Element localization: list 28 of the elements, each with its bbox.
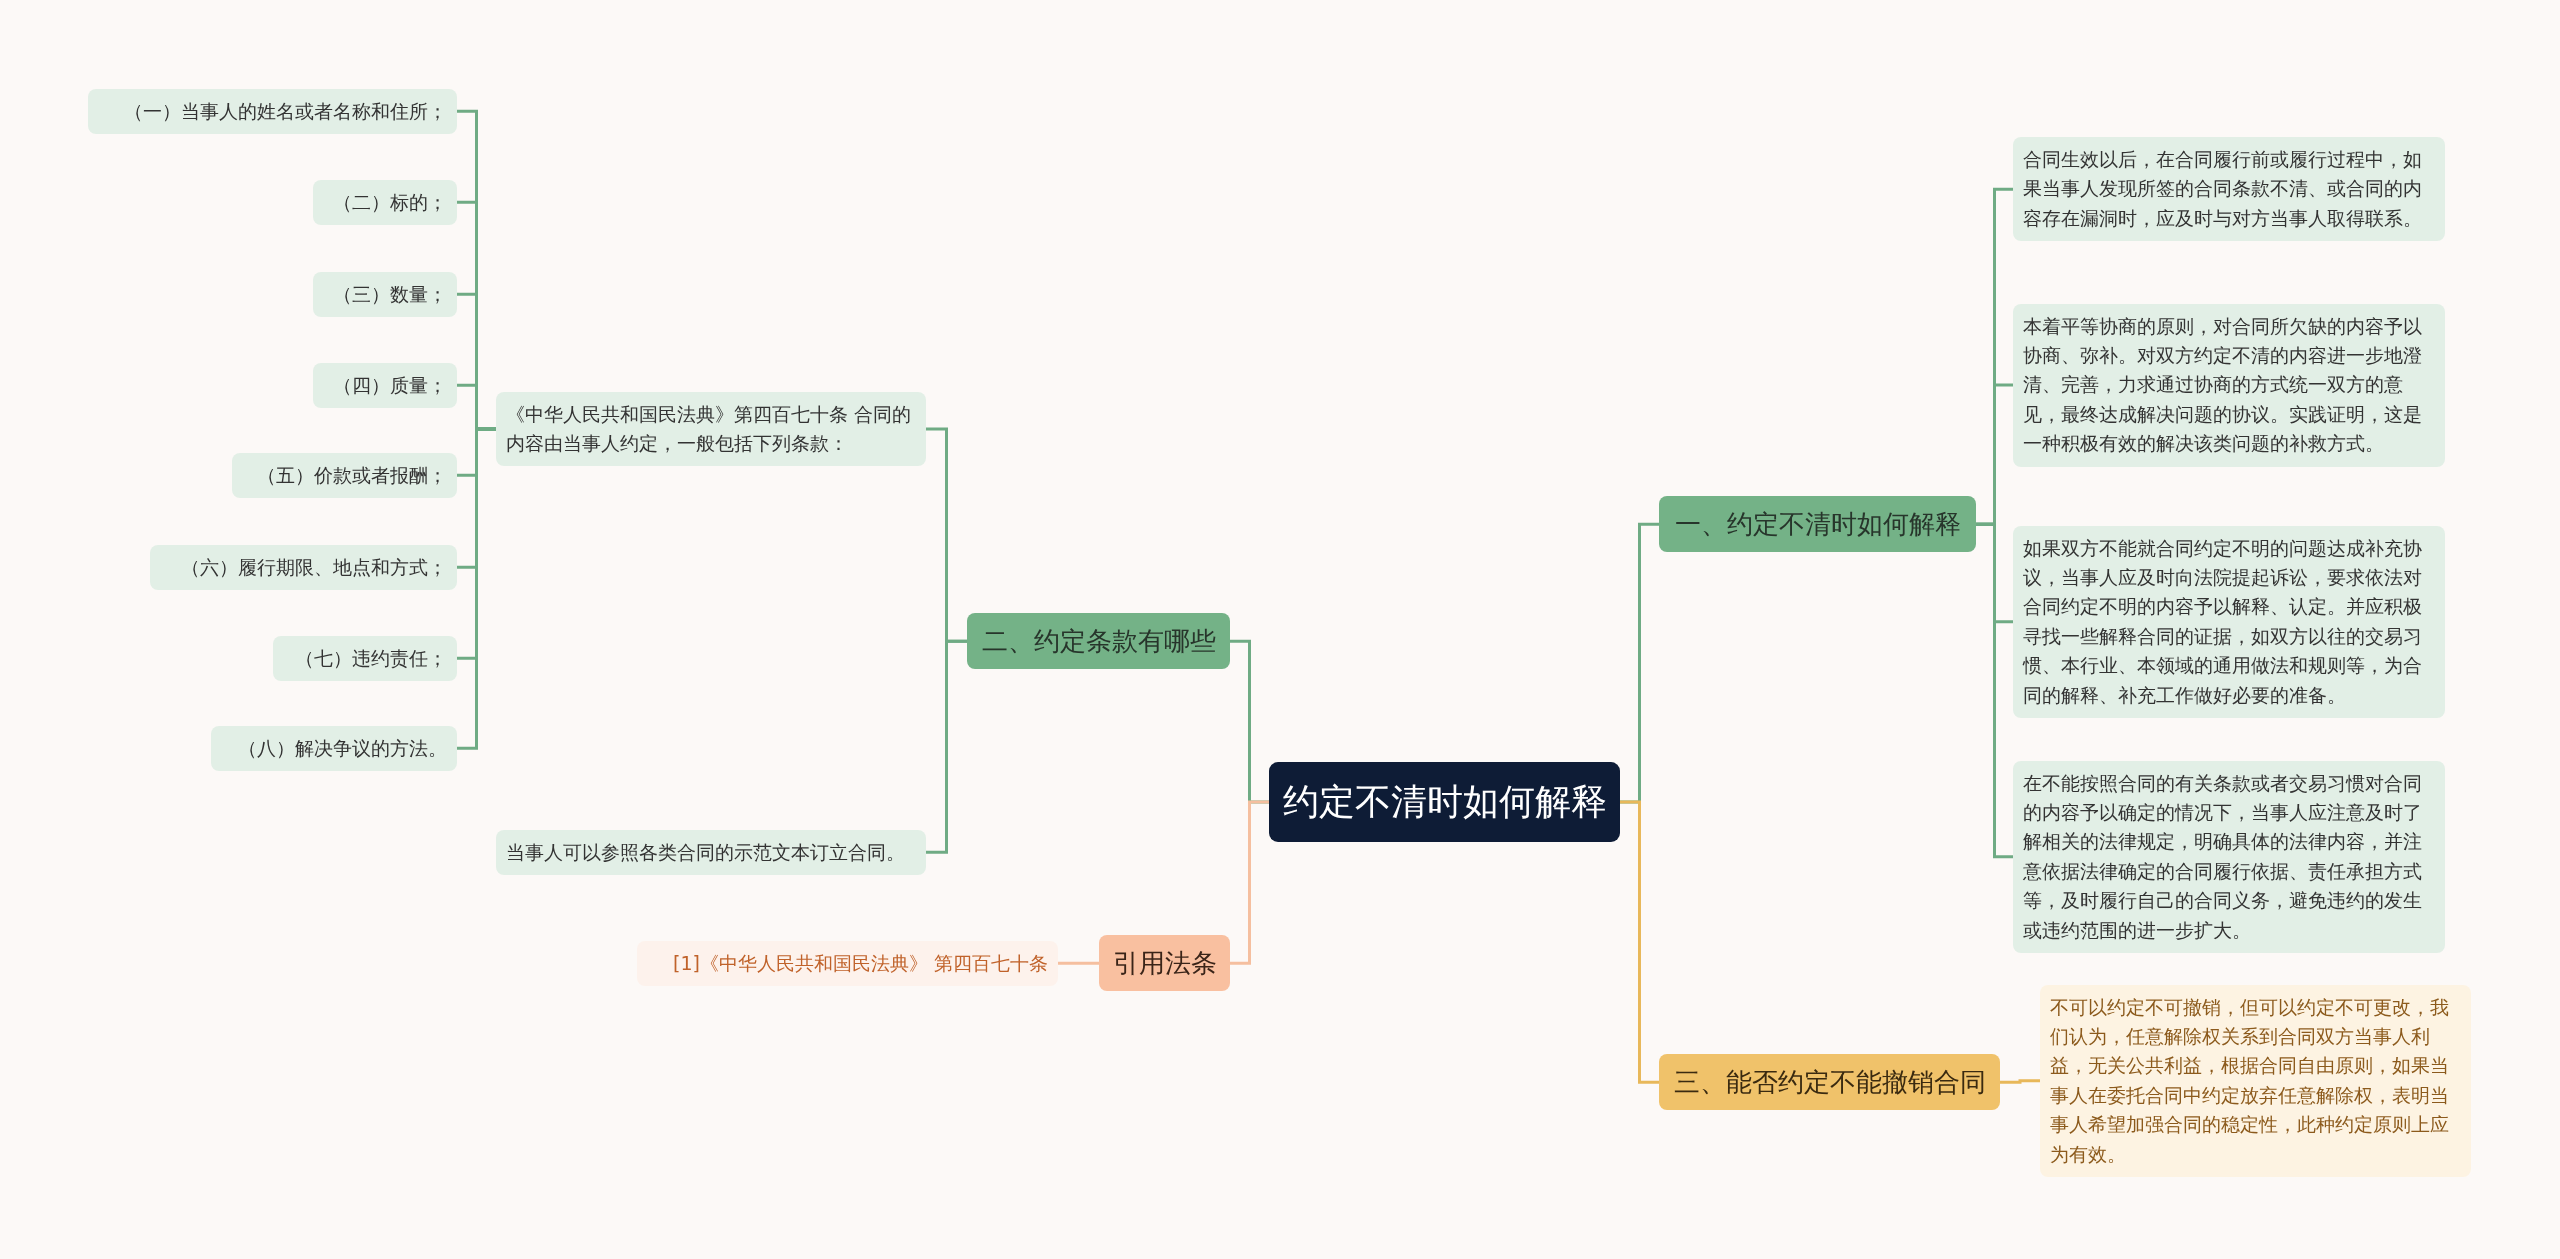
subtopic-card: 如果双方不能就合同约定不明的问题达成补充协议，当事人应及时向法院提起诉讼，要求依法对合同约定不明的内容予以解释、认定。并应积极寻找一些解释合同的证据，如双方以往的交易习惯、本行业、本领域的通用做法和规则等，为合同的解释、补充工作做好必要的准备。 <box>2013 525 2445 719</box>
branch-topic: 引用法条 <box>1099 935 1230 992</box>
subtopic-card: （七）违约责任； <box>273 635 457 681</box>
subtopic-card: （四）质量； <box>313 362 457 408</box>
connector-line <box>1620 800 1659 1084</box>
connector-line <box>1058 961 1099 965</box>
branch-topic: 一、约定不清时如何解释 <box>1659 496 1976 553</box>
subtopic-card: （五）价款或者报酬； <box>232 452 457 498</box>
citation-card: [1]《中华人民共和国民法典》 第四百七十条 <box>637 940 1058 986</box>
subtopic-card: 《中华人民共和国民法典》第四百七十条 合同的内容由当事人约定，一般包括下列条款： <box>496 391 926 467</box>
connector-line <box>457 427 496 750</box>
subtopic-card: 本着平等协商的原则，对合同所欠缺的内容予以协商、弥补。对双方约定不清的内容进一步地澄清、完善，力求通过协商的方式统一双方的意见，最终达成解决问题的协议。实践证明，这是一种积极有效的解决该类问题的补救方式。 <box>2013 303 2445 467</box>
branch-topic: 三、能否约定不能撤销合同 <box>1659 1054 2000 1111</box>
subtopic-card: （六）履行期限、地点和方式； <box>150 544 457 590</box>
connector-line <box>2000 1079 2040 1084</box>
connector-line <box>1976 522 2013 859</box>
subtopic-card: 在不能按照合同的有关条款或者交易习惯对合同的内容予以确定的情况下，当事人应注意及时了解相关的法律规定，明确具体的法律内容，并注意依据法律确定的合同履行依据、责任承担方式等，及时履行自己的合同义务，避免违约的发生或违约范围的进一步扩大。 <box>2013 760 2445 954</box>
central-topic: 约定不清时如何解释 <box>1269 762 1620 842</box>
subtopic-card: 当事人可以参照各类合同的示范文本订立合同。 <box>496 829 926 875</box>
subtopic-card: 不可以约定不可撤销，但可以约定不可更改，我们认为，任意解除权关系到合同双方当事人利益，无关公共利益，根据合同自由原则，如果当事人在委托合同中约定放弃任意解除权，表明当事人希望加强合同的稳定性，此种约定原则上应为有效。 <box>2040 984 2471 1178</box>
subtopic-card: （二）标的； <box>313 179 457 225</box>
connector-line <box>1230 800 1269 965</box>
subtopic-card: （八）解决争议的方法。 <box>211 725 457 771</box>
subtopic-card: （一）当事人的姓名或者名称和住所； <box>88 88 457 134</box>
subtopic-card: 合同生效以后，在合同履行前或履行过程中，如果当事人发现所签的合同条款不清、或合同的内容存在漏洞时，应及时与对方当事人取得联系。 <box>2013 137 2445 242</box>
subtopic-card: （三）数量； <box>313 271 457 317</box>
connector-line <box>926 639 967 854</box>
branch-topic: 二、约定条款有哪些 <box>967 613 1230 670</box>
